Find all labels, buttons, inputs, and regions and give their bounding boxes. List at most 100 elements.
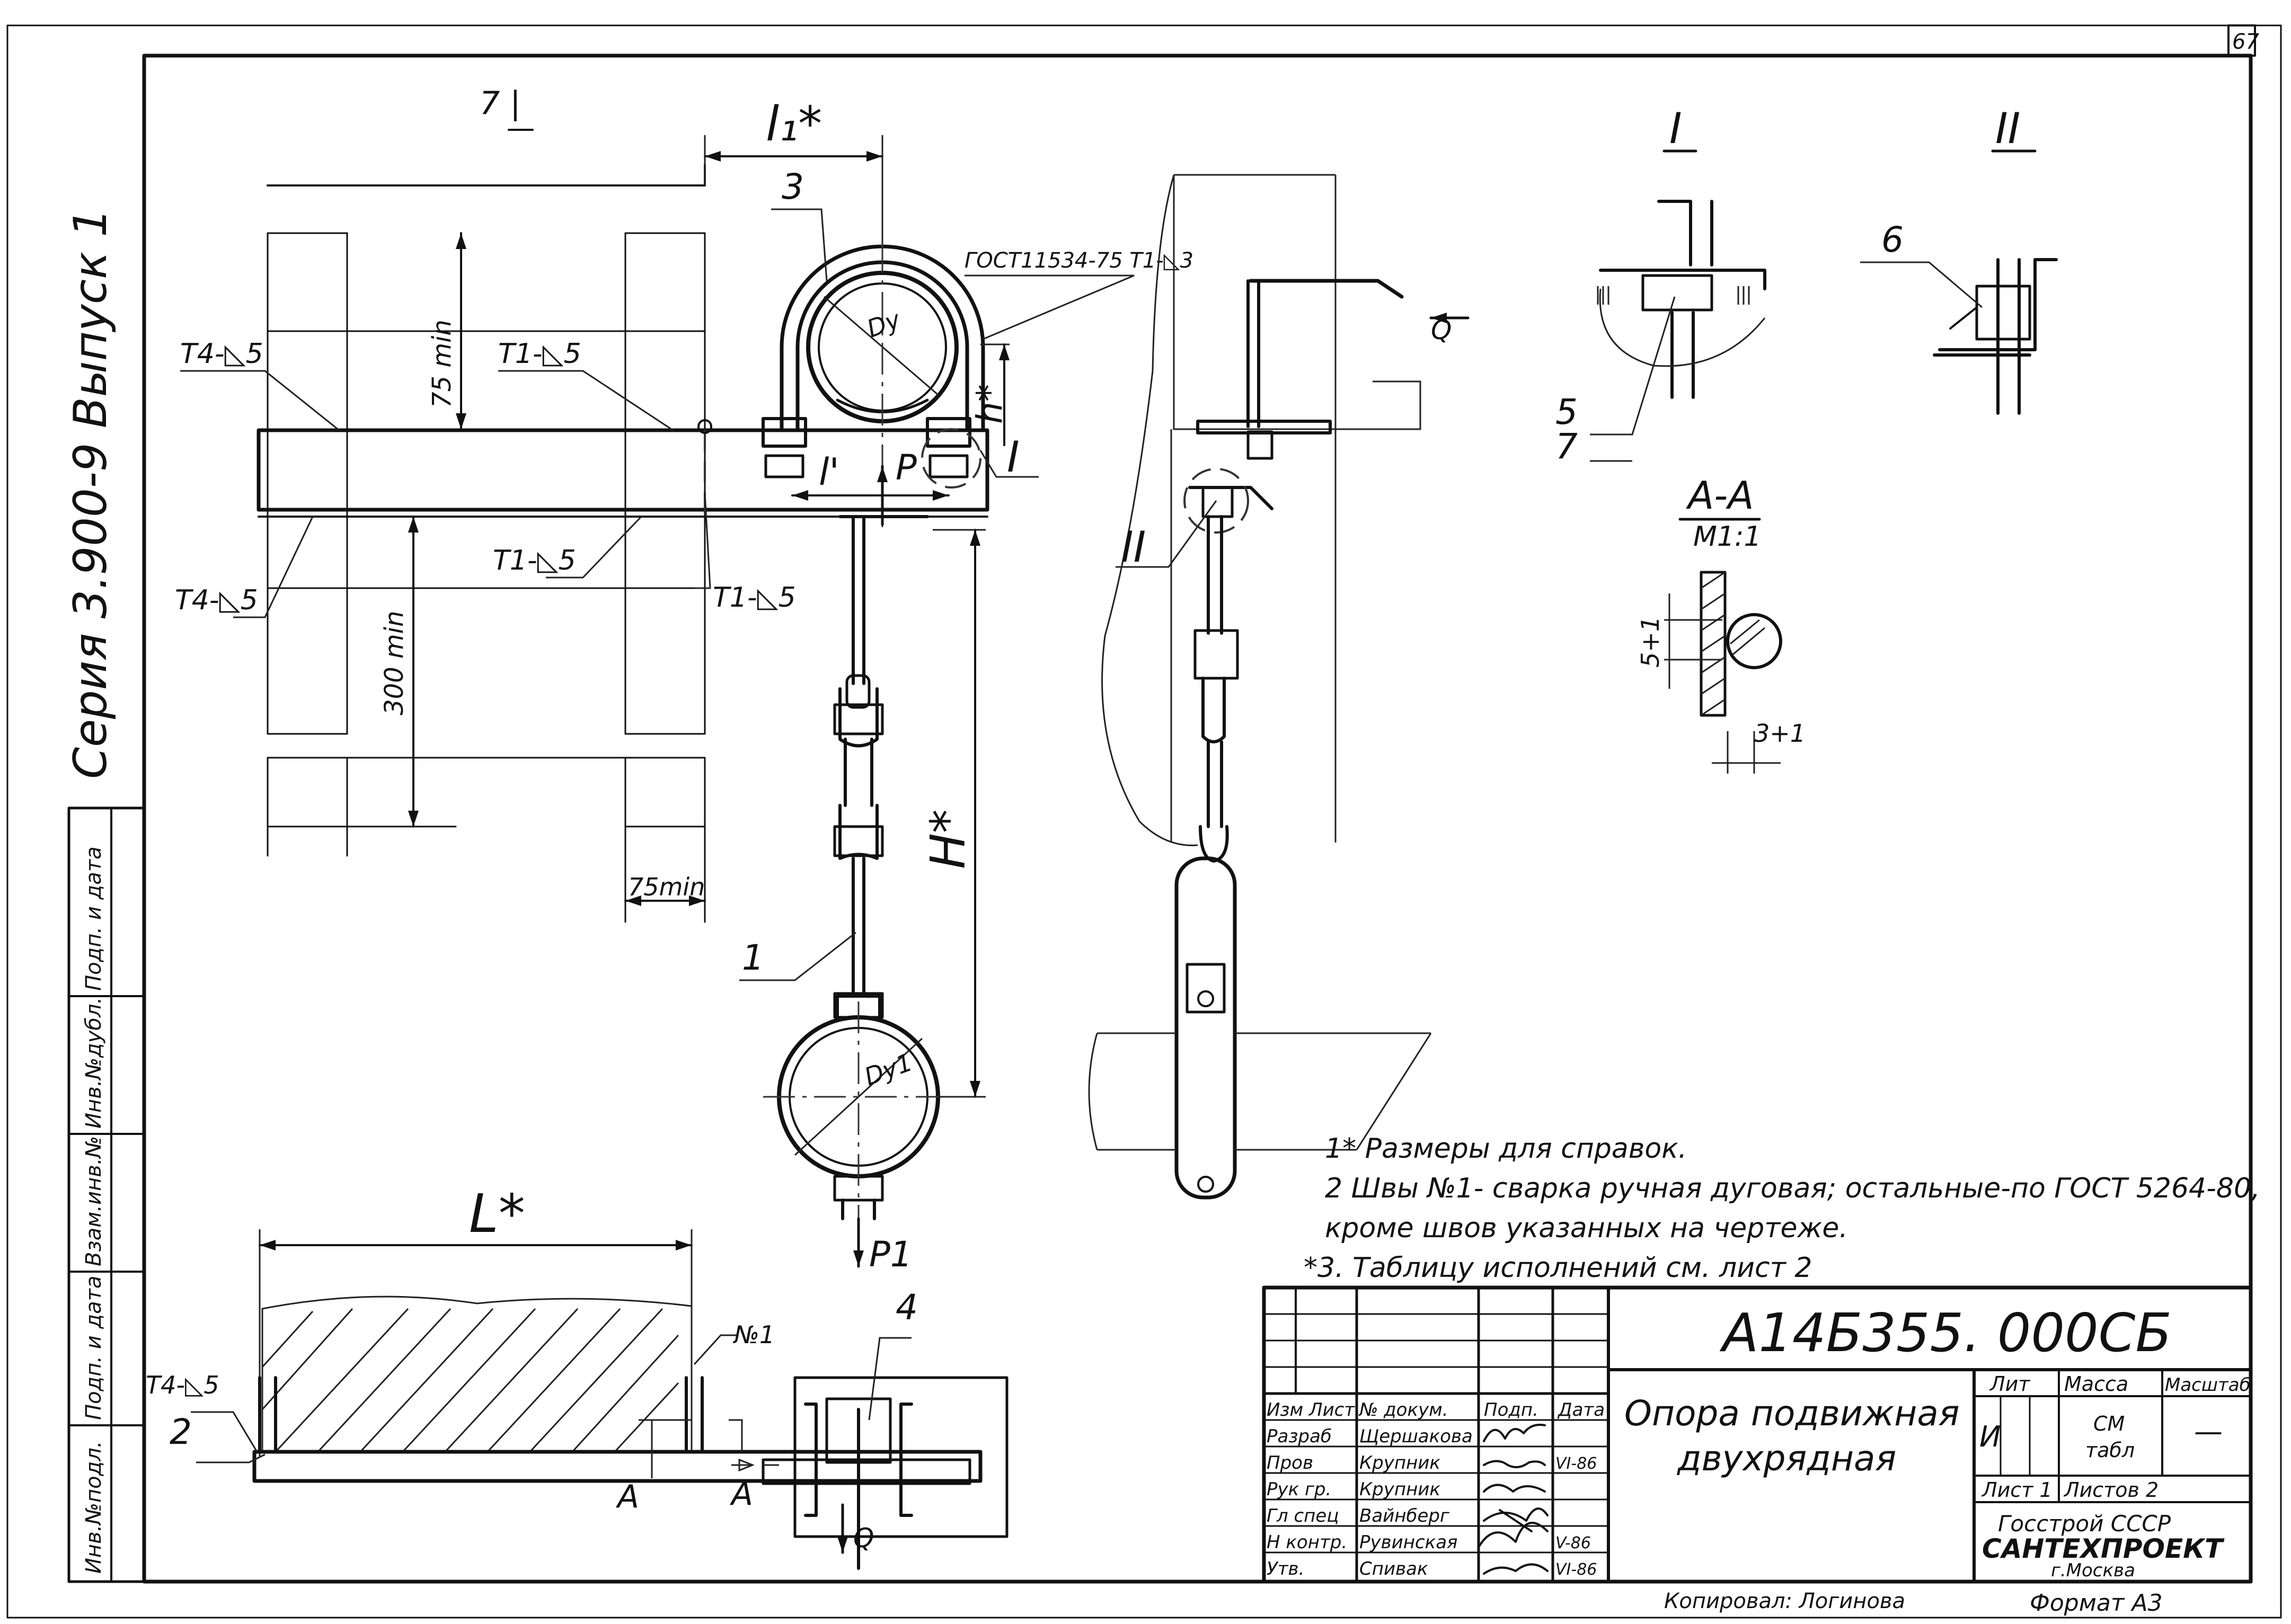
view-top-mark: 7 | — [480, 85, 520, 122]
tb-mass-value-1: СМ — [2093, 1412, 2125, 1435]
section-AA-scale: М1:1 — [1693, 521, 1762, 553]
tb-col-data: Дата — [1557, 1399, 1605, 1421]
detail-I — [1590, 149, 1766, 462]
weld-mark-t1-c: Т1-◺5 — [713, 582, 796, 614]
callout-5: 5 — [1555, 392, 1578, 432]
dim-H-star: H* — [921, 809, 976, 869]
callout-3: 3 — [782, 166, 804, 207]
callout-4: 4 — [896, 1287, 918, 1328]
strip-label-inv-dubl: Инв.№дубл. — [82, 997, 106, 1129]
strip-label-vzam-inv: Взам.инв.№ — [82, 1136, 106, 1266]
plan-view — [191, 1229, 1009, 1570]
tb-org-line1: Госстрой СССР — [1998, 1511, 2171, 1537]
tb-role-nkontr: Н контр. — [1267, 1532, 1347, 1553]
weld-mark-t4-b: Т4-◺5 — [175, 584, 258, 616]
tb-role-prov: Пров — [1267, 1452, 1313, 1474]
tb-scale-value: — — [2194, 1415, 2223, 1448]
dim-l1: l₁* — [766, 96, 822, 152]
note-2-cont: кроме швов указанных на чертеже. — [1325, 1212, 1848, 1244]
detail-II-marker: II — [1121, 522, 1146, 572]
callout-leaders-front — [739, 208, 1039, 981]
tb-name-line2: двухрядная — [1677, 1438, 1896, 1479]
left-binding-strip — [67, 806, 146, 1583]
section-AA-title: А-А — [1686, 473, 1754, 518]
note-2: 2 Швы №1- сварка ручная дуговая; остальн… — [1325, 1173, 2260, 1204]
tb-mass-value-2: табл — [2085, 1439, 2135, 1462]
load-Q-plan: Q — [853, 1523, 874, 1554]
dim-75min-bottom: 75min — [628, 873, 705, 901]
load-Q-side: Q — [1431, 315, 1452, 345]
front-view-dimensions — [408, 135, 1010, 1268]
tb-col-list: Лист — [1308, 1399, 1355, 1421]
callout-1: 1 — [742, 937, 764, 978]
callout-2: 2 — [170, 1412, 192, 1452]
dim-75min-top: 75 min — [427, 320, 457, 408]
tb-role-razrab: Разраб — [1267, 1426, 1332, 1447]
tb-date-prov: VI-86 — [1555, 1454, 1597, 1473]
tb-lit-value: И — [1979, 1420, 2001, 1453]
detail-I-title: I — [1669, 104, 1682, 153]
detail-II-title: II — [1995, 104, 2020, 153]
strip-label-podp-data-2: Подп. и дата — [82, 847, 106, 991]
weld-mark-t4-plan: Т4-◺5 — [146, 1371, 219, 1399]
tb-role-glspec: Гл спец — [1267, 1505, 1339, 1527]
dim-300min: 300 min — [379, 611, 409, 715]
section-AA — [1664, 518, 1782, 774]
tb-date-utv: VI-86 — [1555, 1560, 1597, 1579]
dim-h-star: h* — [969, 384, 1010, 424]
tb-col-podp: Подп. — [1484, 1399, 1538, 1421]
tb-col-doc: № докум. — [1358, 1399, 1448, 1421]
tb-col-izm: Изм — [1267, 1399, 1303, 1421]
load-P1: P1 — [869, 1234, 913, 1275]
tb-name-utv: Спивак — [1359, 1558, 1428, 1579]
weld-mark-gost: ГОСТ11534-75 Т1-◺3 — [965, 249, 1193, 273]
tb-date-nkontr: V-86 — [1555, 1534, 1591, 1552]
note-1: 1* Размеры для справок. — [1325, 1133, 1687, 1165]
tb-role-rukgr: Рук гр. — [1267, 1479, 1331, 1500]
tb-org-line3: г.Москва — [2051, 1560, 2135, 1581]
plan-mark-A-right: А — [729, 1476, 753, 1513]
note-3: *3. Таблицу исполнений см. лист 2 — [1304, 1252, 1812, 1284]
dim-5-plus-1: 5+1 — [1636, 616, 1665, 668]
plan-mark-no1: №1 — [732, 1320, 775, 1349]
load-P: P — [896, 447, 917, 488]
tb-sheet-label: Лист 1 — [1981, 1478, 2053, 1502]
callout-7: 7 — [1555, 426, 1578, 467]
tb-format: Формат А3 — [2030, 1590, 2163, 1617]
sheet-number: 67 — [2232, 30, 2259, 54]
tb-name-razrab: Щершакова — [1359, 1426, 1473, 1447]
weld-leaders — [180, 274, 1135, 618]
strip-label-inv-podl: Инв.№подл. — [82, 1441, 106, 1574]
tb-role-utv: Утв. — [1267, 1558, 1304, 1579]
tb-sheets-label: Листов 2 — [2063, 1478, 2159, 1502]
dim-dy: Dу — [863, 305, 905, 343]
strip-label-podp-data-1: Подп. и дата — [82, 1276, 106, 1420]
tb-org-line2: САНТЕХПРОЕКТ — [1982, 1533, 2225, 1564]
detail-I-marker: I — [1007, 432, 1020, 482]
dim-dy1: Dу1 — [861, 1048, 916, 1091]
detail-II — [1860, 149, 2058, 415]
weld-mark-t1-b: Т1-◺5 — [493, 545, 576, 576]
series-title: Серия 3.900-9 Выпуск 1 — [64, 208, 117, 779]
tb-copied-by: Копировал: Логинова — [1664, 1589, 1905, 1613]
weld-mark-t4-a: Т4-◺5 — [180, 338, 263, 370]
tb-lit-label: Лит — [1989, 1372, 2031, 1396]
dim-l-prime: l' — [819, 450, 839, 494]
tb-name-rukgr: Крупник — [1359, 1479, 1440, 1500]
tb-name-prov: Крупник — [1359, 1452, 1440, 1474]
title-block-grid — [1262, 1285, 2253, 1584]
dim-L-star: L* — [469, 1183, 525, 1245]
callout-6: 6 — [1881, 219, 1904, 260]
dim-3-plus-1: 3+1 — [1754, 719, 1806, 748]
tb-name-nkontr: Рувинская — [1359, 1532, 1458, 1553]
signatures — [1478, 1424, 1549, 1575]
tb-scale-label: Масштаб — [2165, 1374, 2251, 1396]
tb-doc-code: А14Б355. 000СБ — [1719, 1302, 2172, 1364]
weld-mark-t1-a: Т1-◺5 — [498, 338, 581, 370]
tb-name-line1: Опора подвижная — [1624, 1393, 1960, 1434]
tb-mass-label: Масса — [2064, 1372, 2128, 1396]
tb-name-glspec: Вайнберг — [1359, 1505, 1450, 1527]
plan-mark-A-left: А — [615, 1478, 639, 1515]
side-view — [1088, 174, 1470, 1200]
